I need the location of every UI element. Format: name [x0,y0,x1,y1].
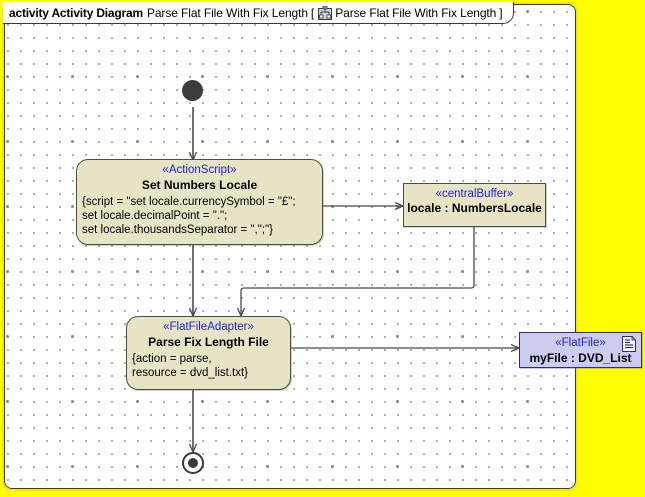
frame-bracket-open: [ [310,5,315,20]
node-title-set-numbers-locale: Set Numbers Locale [141,178,258,192]
frame-kind-label: activity Activity Diagram [9,5,143,20]
node-body-set-numbers-locale: {script = "set locale.currencySymbol = "… [82,196,296,236]
node-title-parse-fix-length-file: Parse Fix Length File [148,335,269,349]
frame-header-tab[interactable]: activity Activity Diagram Parse Flat Fil… [3,2,514,24]
activity-diagram-frame [2,2,578,491]
activity-diagram-icon [318,5,333,20]
stereotype-central-buffer: «centralBuffer» [435,188,514,200]
stereotype-flat-file: «FlatFile» [555,337,606,349]
action-node-set-numbers-locale[interactable]: «ActionScript» Set Numbers Locale {scrip… [76,159,323,245]
initial-node[interactable] [182,80,203,101]
stereotype-flat-file-adapter: «FlatFileAdapter» [163,321,254,333]
action-node-parse-fix-length-file[interactable]: «FlatFileAdapter» Parse Fix Length File … [126,316,291,390]
node-body-parse-fix-length-file: {action = parse, resource = dvd_list.txt… [132,353,249,379]
stereotype-action-script: «ActionScript» [162,164,237,176]
node-title-locale-buffer: locale : NumbersLocale [407,201,542,215]
frame-bracket-close: ] [499,5,503,20]
frame-diagram-name: Parse Flat File With Fix Length [146,5,308,20]
artifact-node-my-file[interactable]: «FlatFile» myFile : DVD_List [519,332,642,368]
node-title-my-file: myFile : DVD_List [529,351,632,365]
edge-locale-buffer-to-parse-fix-length-file [241,227,475,316]
frame-reference-name: Parse Flat File With Fix Length [335,5,497,20]
artifact-document-icon [622,336,637,352]
activity-final-node[interactable] [182,452,204,474]
object-node-locale-buffer[interactable]: «centralBuffer» locale : NumbersLocale [403,183,546,227]
